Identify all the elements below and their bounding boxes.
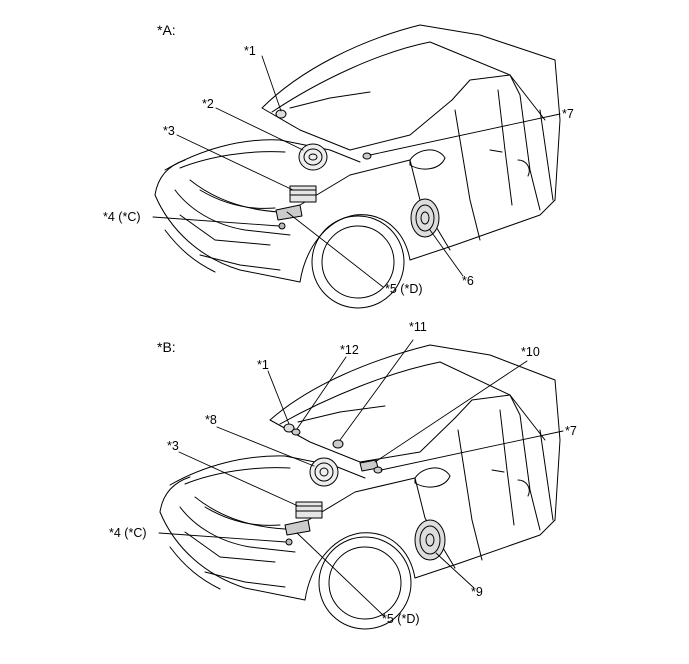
callout-b-4: *4 (*C) <box>109 526 147 540</box>
callout-b-1: *1 <box>257 358 269 372</box>
callout-a-1: *1 <box>244 44 256 58</box>
callout-a-6: *6 <box>462 274 474 288</box>
callout-a-5: *5 (*D) <box>385 282 423 296</box>
a-door-speaker-6-icon <box>410 198 440 238</box>
callout-b-3: *3 <box>167 439 179 453</box>
callout-b-7: *7 <box>565 424 577 438</box>
a-unit-5-icon <box>275 204 303 221</box>
b-sensor-4-icon <box>285 538 293 546</box>
panel-b-leaders <box>158 339 564 617</box>
b-speaker-8-icon <box>309 457 339 487</box>
b-ecu-3-icon <box>295 501 323 519</box>
panel-b-car <box>159 344 561 630</box>
panel-b-title: *B: <box>157 339 176 355</box>
b-part-11-icon <box>332 439 344 449</box>
b-part-12-icon <box>291 428 301 436</box>
callout-b-9: *9 <box>471 585 483 599</box>
panel-b-components <box>283 423 446 561</box>
callout-b-8: *8 <box>205 413 217 427</box>
panel-a-car <box>154 24 561 309</box>
a-speaker-2-icon <box>298 143 328 171</box>
callout-b-11: *11 <box>409 320 427 334</box>
a-sensor-4-icon <box>278 222 286 230</box>
panel-a-leaders <box>152 55 561 288</box>
callout-a-7: *7 <box>562 107 574 121</box>
callout-b-10: *10 <box>521 345 540 359</box>
callout-a-4: *4 (*C) <box>103 210 141 224</box>
panel-a-components <box>275 109 440 238</box>
a-part-7-icon <box>362 152 372 160</box>
b-unit-5-icon <box>284 519 311 536</box>
a-ecu-3-icon <box>289 185 317 203</box>
callout-a-2: *2 <box>202 97 214 111</box>
callout-a-3: *3 <box>163 124 175 138</box>
callout-b-12: *12 <box>340 343 359 357</box>
callout-b-5: *5 (*D) <box>382 612 420 626</box>
panel-a-title: *A: <box>157 22 176 38</box>
